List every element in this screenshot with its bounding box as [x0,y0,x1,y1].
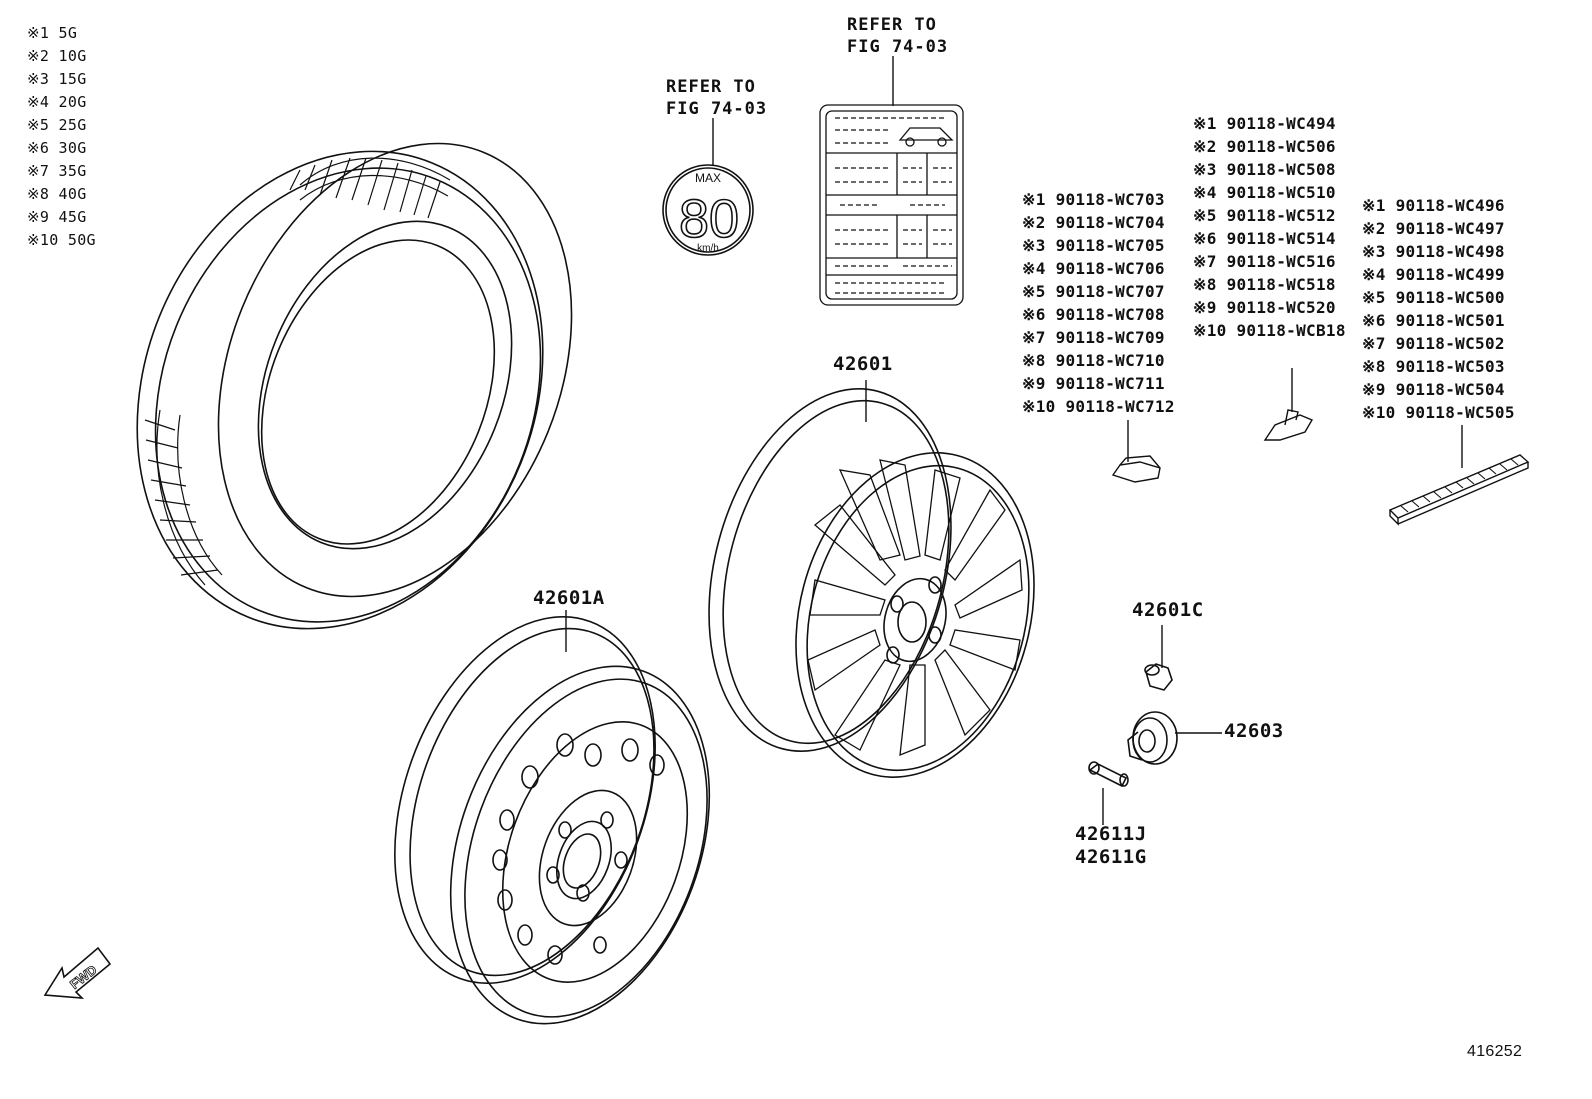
weight-part-item[interactable]: ※6 90118-WC501 [1362,311,1505,330]
center-cap-drawing [1127,711,1178,765]
weight-part-item[interactable]: ※3 90118-WC498 [1362,242,1505,261]
legend-item: ※10 50G [27,231,96,249]
valve-stem-drawing [1088,761,1129,788]
weight-part-item[interactable]: ※2 90118-WC497 [1362,219,1505,238]
legend-item: ※7 35G [27,162,87,180]
weight-part-item[interactable]: ※9 90118-WC504 [1362,380,1505,399]
refer-center: REFER TO FIG 74-03 [847,14,948,58]
part-label-center-cap[interactable]: 42603 [1224,720,1284,742]
weights-list-a: ※1 90118-WC703 ※2 90118-WC704 ※3 90118-W… [1022,188,1175,418]
alloy-wheel-drawing [708,388,1035,778]
weights-list-c: ※1 90118-WC496 ※2 90118-WC497 ※3 90118-W… [1362,194,1515,424]
speed-sticker-unit: km/h [697,243,719,254]
refer-center-line2: FIG 74-03 [847,37,949,57]
weight-part-item[interactable]: ※10 90118-WC712 [1022,397,1175,416]
figure-id: 416252 [1467,1043,1523,1060]
weight-part-item[interactable]: ※1 90118-WC494 [1193,114,1336,133]
weight-part-item[interactable]: ※9 90118-WC711 [1022,374,1165,393]
part-label-steel-wheel[interactable]: 42601A [533,587,605,609]
weight-part-item[interactable]: ※5 90118-WC512 [1193,206,1336,225]
weight-part-item[interactable]: ※4 90118-WC499 [1362,265,1505,284]
refer-left-line1: REFER TO [666,77,756,97]
adhesive-weight-drawing [1388,454,1530,526]
refer-left-line2: FIG 74-03 [666,99,768,119]
weight-part-item[interactable]: ※6 90118-WC514 [1193,229,1336,248]
part-label-valve-2[interactable]: 42611G [1075,846,1147,868]
weight-part-item[interactable]: ※8 90118-WC710 [1022,351,1165,370]
clip-weight-a-drawing [1111,455,1161,483]
weight-part-item[interactable]: ※5 90118-WC500 [1362,288,1505,307]
weight-part-item[interactable]: ※8 90118-WC503 [1362,357,1505,376]
tire-drawing [136,142,573,630]
weight-part-item[interactable]: ※5 90118-WC707 [1022,282,1165,301]
weight-part-item[interactable]: ※1 90118-WC496 [1362,196,1505,215]
weight-part-item[interactable]: ※7 90118-WC516 [1193,252,1336,271]
weight-part-item[interactable]: ※7 90118-WC709 [1022,328,1165,347]
speed-sticker-value: 80 [679,189,739,249]
fwd-label: FWD [67,962,100,992]
weight-part-item[interactable]: ※4 90118-WC510 [1193,183,1336,202]
legend-item: ※6 30G [27,139,87,157]
part-label-valve-1[interactable]: 42611J [1075,823,1147,845]
legend-item: ※2 10G [27,47,87,65]
weight-part-item[interactable]: ※9 90118-WC520 [1193,298,1336,317]
legend-item: ※4 20G [27,93,87,111]
legend-item: ※1 5G [27,24,78,42]
weight-part-item[interactable]: ※6 90118-WC708 [1022,305,1165,324]
part-label-alloy-wheel[interactable]: 42601 [833,353,893,375]
leader-lines [565,56,1463,825]
part-label-nut-cap[interactable]: 42601C [1132,599,1204,621]
weight-part-item[interactable]: ※7 90118-WC502 [1362,334,1505,353]
fwd-arrow-icon [43,946,112,999]
nut-cap-drawing [1144,663,1173,691]
weight-part-item[interactable]: ※8 90118-WC518 [1193,275,1336,294]
weight-part-item[interactable]: ※1 90118-WC703 [1022,190,1165,209]
weight-part-item[interactable]: ※2 90118-WC704 [1022,213,1165,232]
clip-weight-b-drawing [1263,409,1314,441]
placard-drawing [819,104,964,306]
steel-wheel-drawing [394,616,711,1025]
legend-item: ※5 25G [27,116,87,134]
weight-part-item[interactable]: ※4 90118-WC706 [1022,259,1165,278]
legend-item: ※9 45G [27,208,87,226]
refer-left: REFER TO FIG 74-03 [666,76,767,120]
weight-part-item[interactable]: ※2 90118-WC506 [1193,137,1336,156]
legend-item: ※3 15G [27,70,87,88]
refer-center-line1: REFER TO [847,15,937,35]
weight-part-item[interactable]: ※3 90118-WC508 [1193,160,1336,179]
speed-sticker-drawing [662,164,754,256]
legend-item: ※8 40G [27,185,87,203]
weight-legend: ※1 5G ※2 10G ※3 15G ※4 20G ※5 25G ※6 30G… [27,22,96,252]
weights-list-b: ※1 90118-WC494 ※2 90118-WC506 ※3 90118-W… [1193,112,1346,342]
weight-part-item[interactable]: ※3 90118-WC705 [1022,236,1165,255]
weight-part-item[interactable]: ※10 90118-WCB18 [1193,321,1346,340]
weight-part-item[interactable]: ※10 90118-WC505 [1362,403,1515,422]
speed-sticker-max: MAX [695,171,721,185]
